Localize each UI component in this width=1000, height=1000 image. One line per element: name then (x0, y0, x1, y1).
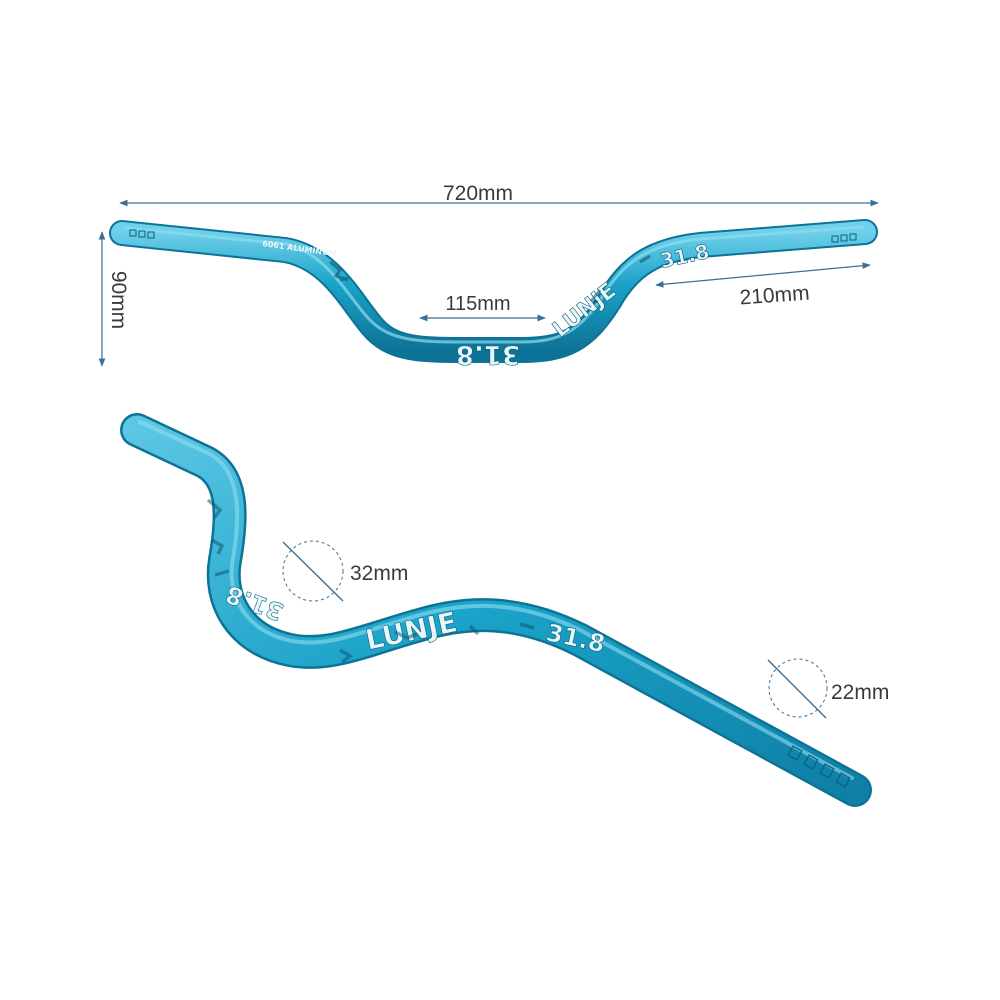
top-size-graphic: 31.8 (456, 339, 520, 369)
perspective-size-graphic-right: 31.8 (544, 618, 608, 658)
grip-diameter-callout: 22mm (767, 658, 889, 719)
center-label: 115mm (445, 293, 510, 315)
width-dimension: 720mm (119, 182, 879, 207)
top-right-knurl (831, 233, 857, 243)
perspective-splatter (206, 498, 535, 664)
perspective-handlebar-highlight (138, 420, 854, 780)
top-left-knurl (129, 229, 155, 239)
grip-dimension: 210mm (655, 262, 871, 310)
center-dimension: 115mm (419, 293, 546, 322)
clamp-diameter-callout: 32mm (282, 540, 408, 602)
perspective-handlebar-body (122, 415, 870, 805)
top-handlebar-highlight (123, 225, 864, 344)
clamp-diameter-label: 32mm (350, 562, 408, 585)
grip-diameter-label: 22mm (831, 681, 889, 704)
perspective-handlebar: 31.8 LUNJE 31.8 (120, 413, 872, 807)
top-splatter (329, 254, 651, 304)
rise-dimension: 90mm (98, 231, 130, 367)
grip-label: 210mm (739, 282, 810, 310)
perspective-knurl (787, 745, 851, 788)
width-label: 720mm (443, 182, 513, 205)
rise-label: 90mm (107, 271, 130, 329)
